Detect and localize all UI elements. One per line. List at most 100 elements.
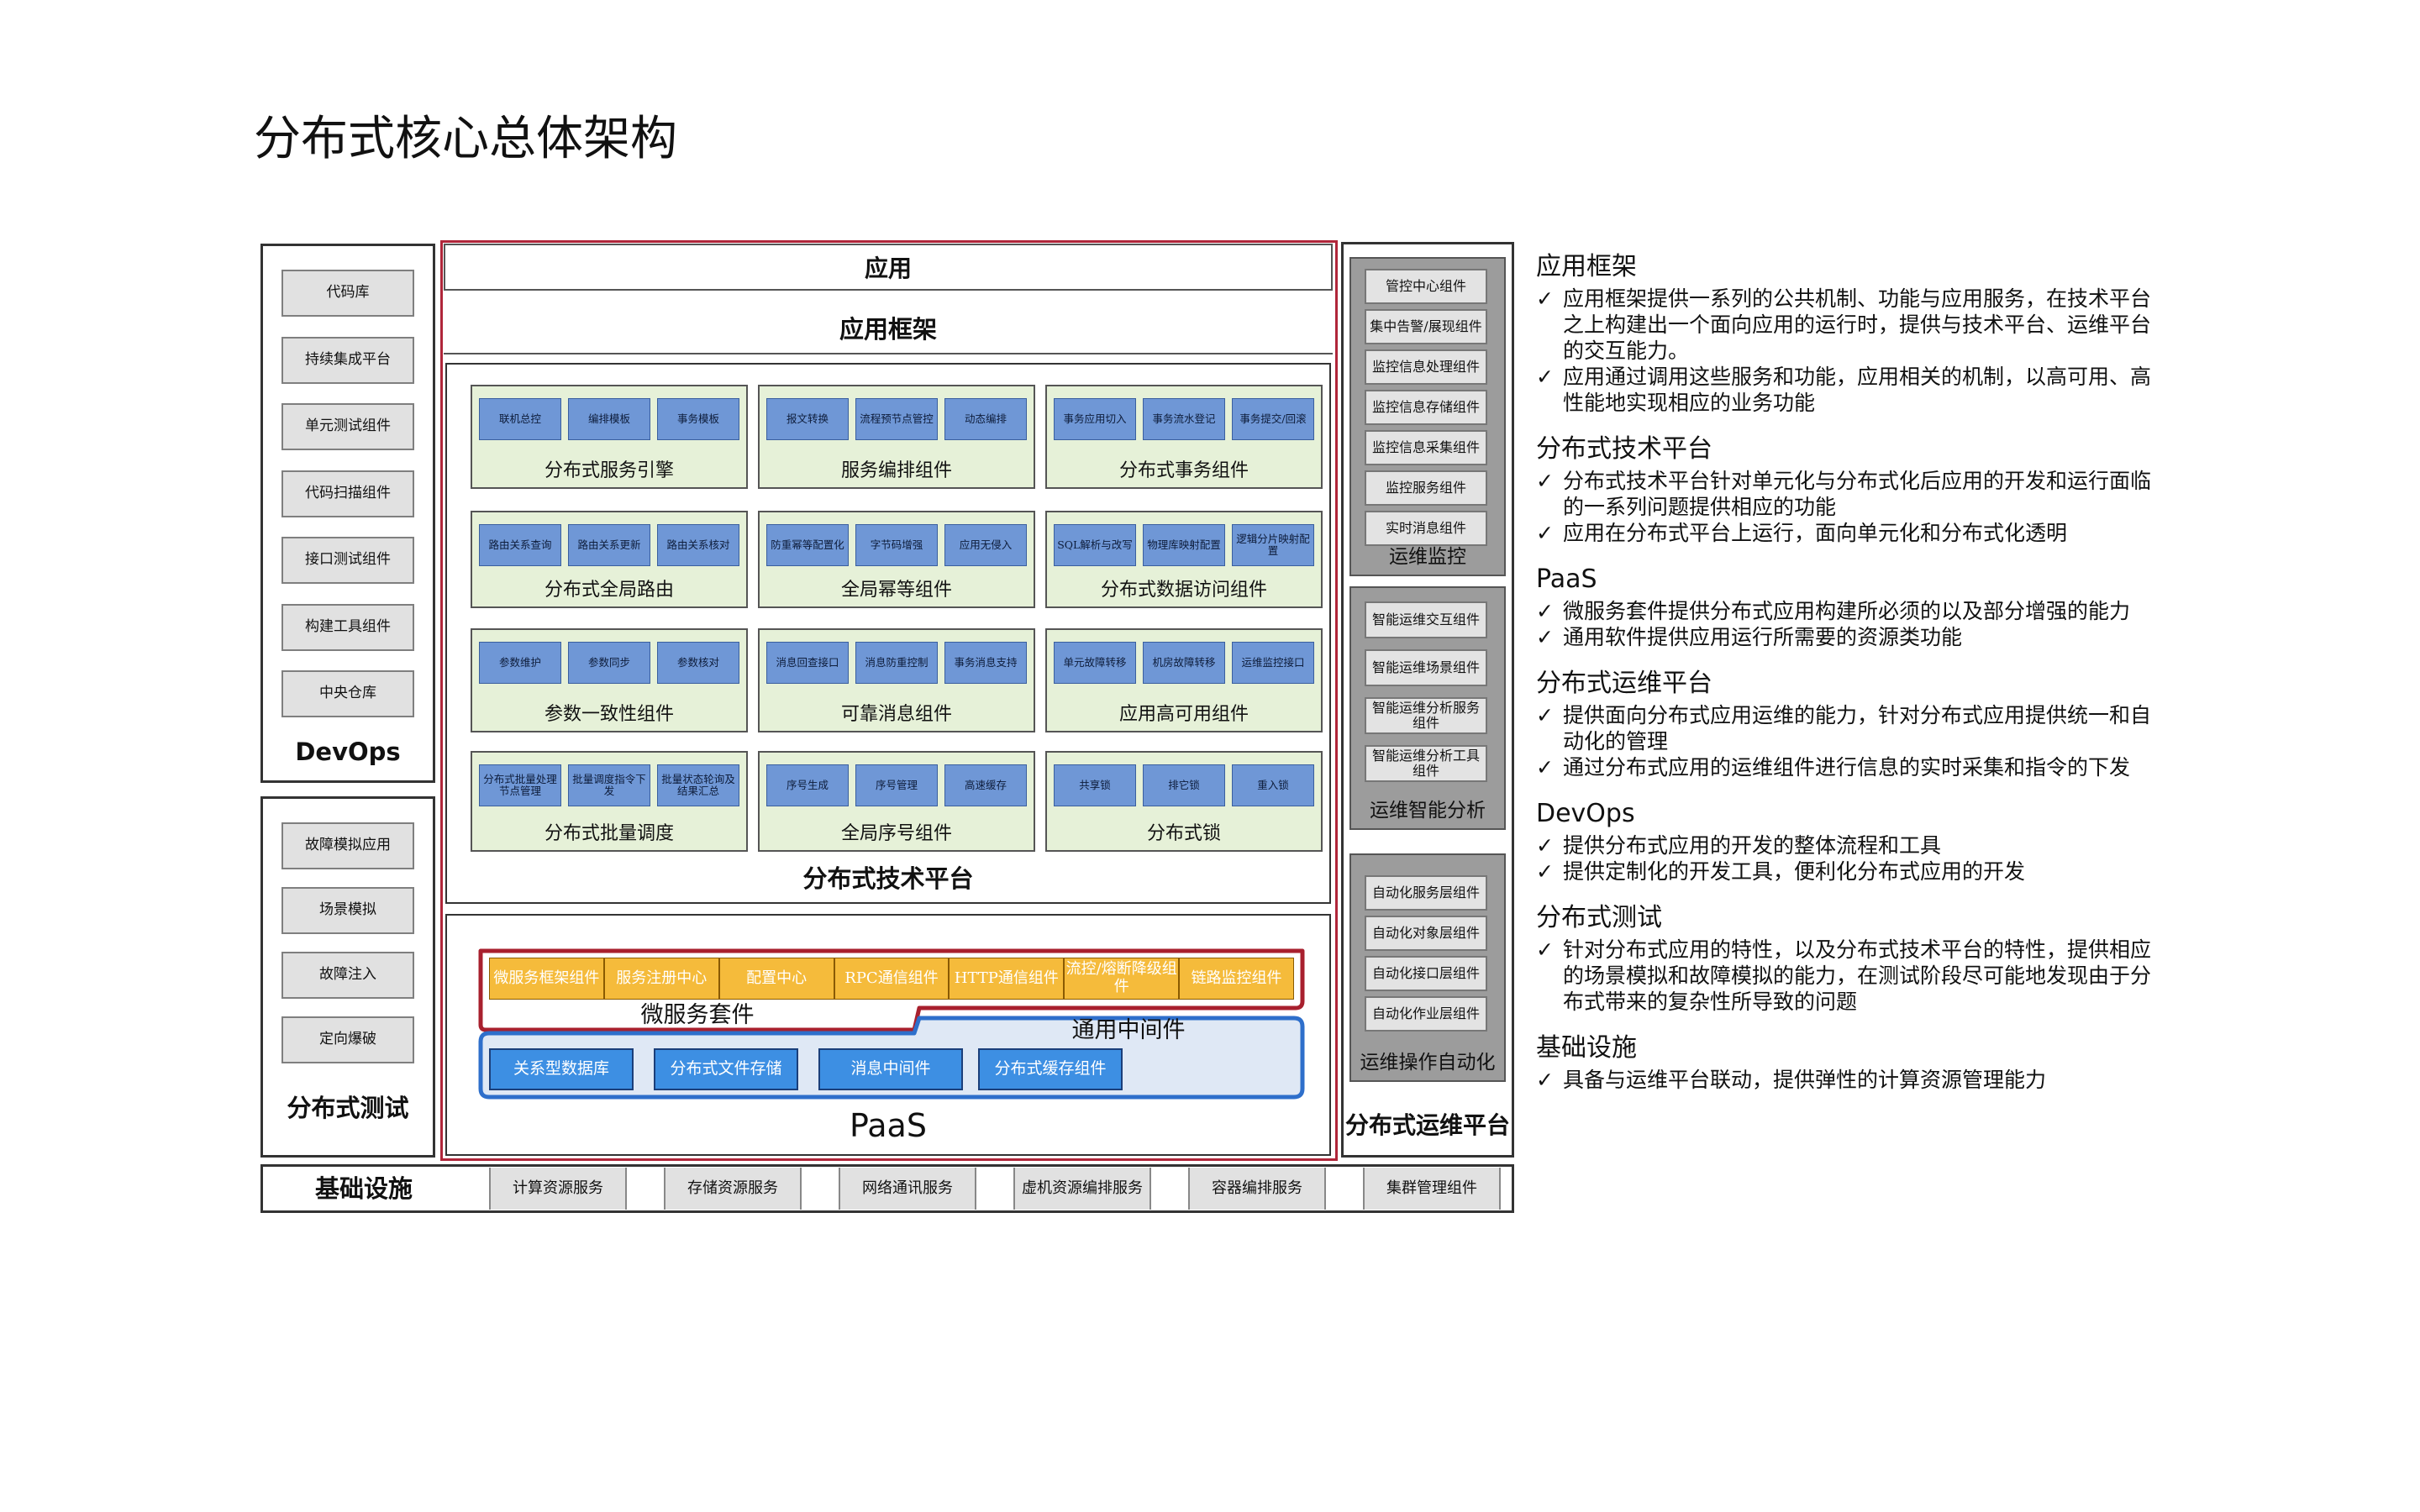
description-text: 微服务套件提供分布式应用构建所必须的以及部分增强的能力: [1563, 599, 2131, 623]
component-subitems: 分布式批量处理节点管理批量调度指令下发批量状态轮询及结果汇总: [479, 764, 739, 806]
description-section: 基础设施 ✓ 具备与运维平台联动，提供弹性的计算资源管理能力: [1536, 1033, 2158, 1093]
description-text: 分布式技术平台针对单元化与分布式化后应用的开发和运行面临的一系列问题提供相应的功…: [1563, 469, 2152, 519]
component-subitem: 编排模板: [568, 398, 650, 440]
component-label: 分布式服务引擎: [544, 460, 674, 481]
component-subitem: 重入锁: [1232, 764, 1314, 806]
microservice-item: 链路监控组件: [1179, 958, 1294, 1000]
framework-label: 应用框架: [839, 314, 937, 344]
component-subitem: 事务消息支持: [944, 642, 1027, 684]
page-title: 分布式核心总体架构: [254, 112, 677, 166]
check-icon: ✓: [1536, 469, 1554, 493]
description-heading: 分布式技术平台: [1536, 434, 1712, 464]
description-item: ✓ 应用框架提供一系列的公共机制、功能与应用服务，在技术平台之上构建出一个面向应用…: [1536, 286, 2158, 364]
component-label: 参数一致性组件: [544, 704, 674, 725]
ops-item: 智能运维分析工具组件: [1365, 745, 1487, 782]
ops-item: 自动化服务层组件: [1365, 875, 1487, 911]
component-subitem: 防重幂等配置化: [766, 524, 849, 566]
ops-item: 自动化对象层组件: [1365, 916, 1487, 951]
ops-group-label: 运维监控: [1389, 546, 1466, 568]
check-icon: ✓: [1536, 1068, 1554, 1092]
component-subitem: 序号管理: [855, 764, 938, 806]
description-heading: 分布式测试: [1536, 903, 1662, 932]
component-subitems: 消息回查接口消息防重控制事务消息支持: [766, 642, 1027, 684]
devops-item: 代码扫描组件: [281, 470, 414, 517]
component-subitem: 应用无侵入: [944, 524, 1027, 566]
app-box: 应用: [444, 244, 1333, 291]
ops-group-label: 运维操作自动化: [1360, 1052, 1496, 1074]
component-card: 报文转换流程预节点管控动态编排服务编排组件: [758, 385, 1035, 489]
component-subitems: 共享锁排它锁重入锁: [1054, 764, 1314, 806]
ops-item: 监控信息处理组件: [1365, 349, 1487, 385]
component-card: SQL解析与改写物理库映射配置逻辑分片映射配置分布式数据访问组件: [1045, 511, 1323, 608]
description-text: 提供定制化的开发工具，便利化分布式应用的开发: [1563, 859, 2026, 884]
component-subitem: 参数核对: [657, 642, 739, 684]
component-card: 路由关系查询路由关系更新路由关系核对分布式全局路由: [471, 511, 748, 608]
devops-item: 接口测试组件: [281, 537, 414, 584]
check-icon: ✓: [1536, 833, 1554, 858]
description-text: 应用框架提供一系列的公共机制、功能与应用服务，在技术平台之上构建出一个面向应用的…: [1563, 286, 2152, 363]
microservice-item: RPC通信组件: [834, 958, 950, 1000]
ops-group: 自动化服务层组件自动化对象层组件自动化接口层组件自动化作业层组件运维操作自动化: [1349, 853, 1506, 1082]
testing-item: 定向爆破: [281, 1016, 414, 1063]
component-subitems: 联机总控编排模板事务模板: [479, 398, 739, 440]
check-icon: ✓: [1536, 937, 1554, 962]
description-section: 分布式运维平台✓提供面向分布式应用运维的能力，针对分布式应用提供统一和自动化的管…: [1536, 669, 2158, 780]
description-item: ✓ 提供面向分布式应用运维的能力，针对分布式应用提供统一和自动化的管理: [1536, 702, 2158, 754]
ops-item: 集中告警/展现组件: [1365, 309, 1487, 344]
devops-panel: DevOps 代码库持续集成平台单元测试组件代码扫描组件接口测试组件构建工具组件…: [260, 244, 435, 783]
component-label: 应用高可用组件: [1118, 704, 1249, 725]
description-heading: 基础设施: [1536, 1033, 1637, 1063]
component-label: 可靠消息组件: [840, 704, 952, 725]
component-subitem: 逻辑分片映射配置: [1232, 524, 1314, 566]
component-subitem: 高速缓存: [944, 764, 1027, 806]
description-item: ✓微服务套件提供分布式应用构建所必须的以及部分增强的能力: [1536, 598, 2158, 624]
microservice-label: 微服务套件: [640, 1001, 755, 1028]
component-subitem: 运维监控接口: [1232, 642, 1314, 684]
description-text: 提供面向分布式应用运维的能力，针对分布式应用提供统一和自动化的管理: [1563, 703, 2152, 753]
check-icon: ✓: [1536, 703, 1554, 727]
component-subitem: 字节码增强: [855, 524, 938, 566]
component-subitem: 路由关系核对: [657, 524, 739, 566]
component-label: 全局幂等组件: [840, 580, 952, 601]
description-text: 提供分布式应用的开发的整体流程和工具: [1563, 833, 1942, 858]
infra-item: 网络通讯服务: [839, 1168, 976, 1210]
check-icon: ✓: [1536, 521, 1554, 545]
component-subitems: 参数维护参数同步参数核对: [479, 642, 739, 684]
paas-label: PaaS: [850, 1107, 927, 1145]
middleware-label: 通用中间件: [1071, 1016, 1186, 1043]
ops-group-label: 运维智能分析: [1370, 800, 1486, 822]
check-icon: ✓: [1536, 286, 1554, 311]
main-frame: [440, 240, 1338, 1161]
component-subitem: 序号生成: [766, 764, 849, 806]
microservice-item: 配置中心: [718, 958, 834, 1000]
check-icon: ✓: [1536, 365, 1554, 389]
ops-item: 智能运维交互组件: [1365, 601, 1487, 638]
component-card: 联机总控编排模板事务模板分布式服务引擎: [471, 385, 748, 489]
component-subitem: 流程预节点管控: [855, 398, 938, 440]
component-label: 分布式数据访问组件: [1100, 580, 1267, 601]
description-section: 分布式测试✓针对分布式应用的特性，以及分布式技术平台的特性，提供相应的场景模拟和…: [1536, 903, 2158, 1015]
description-text: 通用软件提供应用运行所需要的资源类功能: [1563, 625, 1963, 649]
testing-item: 场景模拟: [281, 887, 414, 934]
description-item: ✓ 提供分布式应用的开发的整体流程和工具: [1536, 832, 2158, 858]
check-icon: ✓: [1536, 859, 1554, 884]
component-subitem: 事务提交/回滚: [1232, 398, 1314, 440]
component-card: 事务应用切入事务流水登记事务提交/回滚分布式事务组件: [1045, 385, 1323, 489]
microservice-item: 服务注册中心: [603, 958, 719, 1000]
infra-label: 基础设施: [314, 1173, 413, 1203]
component-subitem: 参数同步: [568, 642, 650, 684]
ops-item: 监控信息采集组件: [1365, 430, 1487, 465]
devops-item: 中央仓库: [281, 670, 414, 717]
component-subitems: SQL解析与改写物理库映射配置逻辑分片映射配置: [1054, 524, 1314, 566]
description-text: 具备与运维平台联动，提供弹性的计算资源管理能力: [1563, 1068, 2047, 1092]
description-item: ✓ 提供定制化的开发工具，便利化分布式应用的开发: [1536, 858, 2158, 885]
check-icon: ✓: [1536, 755, 1554, 780]
component-subitem: 物理库映射配置: [1143, 524, 1225, 566]
description-heading: PaaS: [1536, 564, 1597, 594]
component-card: 单元故障转移机房故障转移运维监控接口应用高可用组件: [1045, 628, 1323, 732]
component-subitem: 共享锁: [1054, 764, 1136, 806]
component-subitems: 路由关系查询路由关系更新路由关系核对: [479, 524, 739, 566]
middleware-item: 关系型数据库: [489, 1048, 634, 1090]
component-subitems: 序号生成序号管理高速缓存: [766, 764, 1027, 806]
description-panel: 应用框架✓应用框架提供一系列的公共机制、功能与应用服务，在技术平台之上构建出一个…: [1536, 252, 2158, 1111]
